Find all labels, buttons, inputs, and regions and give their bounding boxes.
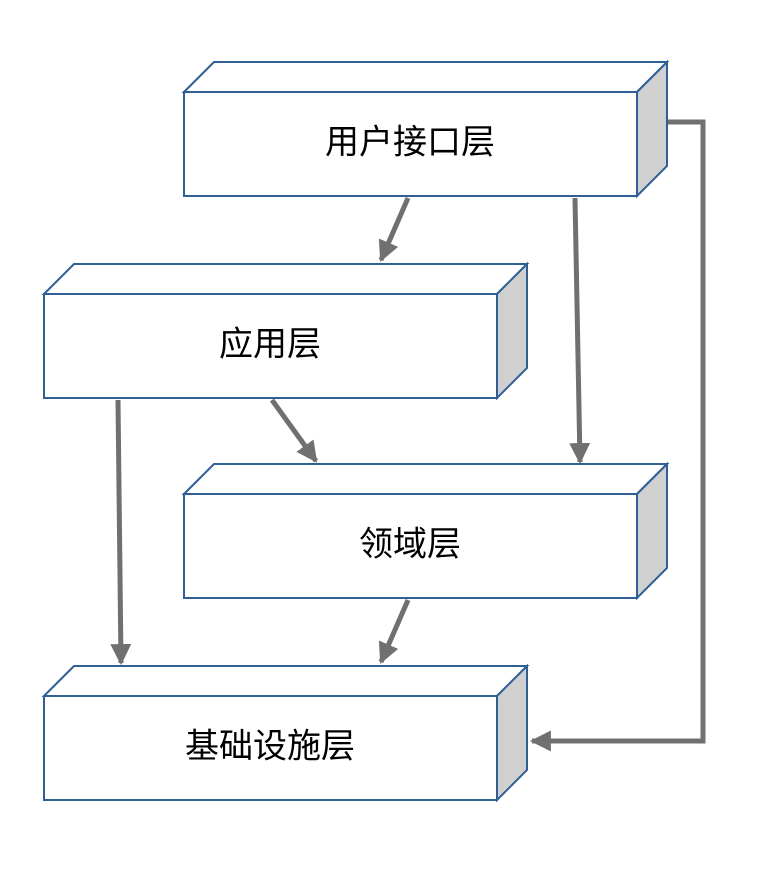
arrow-ui-to-domain xyxy=(569,197,591,465)
layer-box-app-front xyxy=(43,293,498,399)
layer-label-ui: 用户接口层 xyxy=(325,123,495,163)
layer-box-domain-front xyxy=(183,493,638,599)
layer-box-infra-front xyxy=(43,695,498,801)
layer-box-domain: 领域层 xyxy=(181,461,670,601)
layer-label-infra: 基础设施层 xyxy=(185,727,355,767)
layer-label-domain: 领域层 xyxy=(359,525,461,565)
layer-box-ui-front xyxy=(183,91,638,197)
layer-box-infra: 基础设施层 xyxy=(41,663,530,803)
layer-box-infra-top xyxy=(41,665,530,697)
layer-box-domain-top xyxy=(181,463,670,495)
arrow-app-to-infra xyxy=(110,399,132,666)
arrow-app-to-domain xyxy=(269,398,319,463)
arrow-domain-to-infra xyxy=(378,599,411,664)
layer-box-app: 应用层 xyxy=(41,261,530,401)
dependency-arrows xyxy=(110,119,706,752)
layer-box-ui-top xyxy=(181,61,670,93)
layer-box-ui: 用户接口层 xyxy=(181,59,670,199)
layer-label-app: 应用层 xyxy=(219,325,321,365)
arrow-ui-to-app xyxy=(378,197,411,262)
layer-box-app-top xyxy=(41,263,530,295)
arrow-ui-to-infra xyxy=(529,119,706,752)
